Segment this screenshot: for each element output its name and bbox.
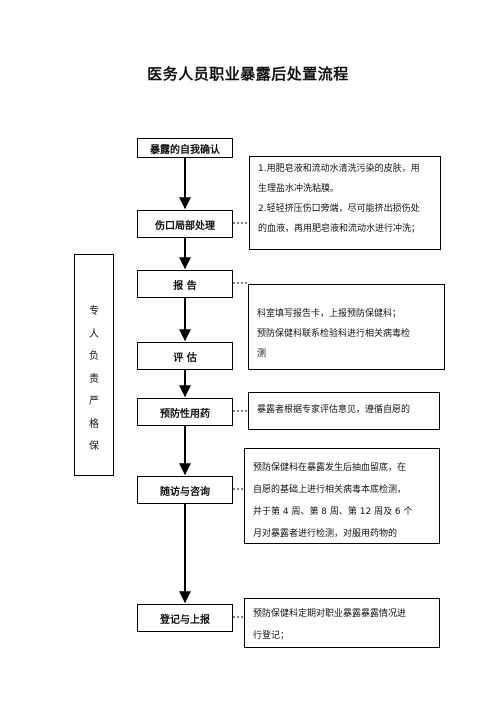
side-char: 格 xyxy=(89,418,99,430)
note-line: 预防保健科在暴露发生后抽血留底，在 xyxy=(253,463,407,473)
note-preventive-medication: 暴露者根据专家评估意见，遵循自愿的 xyxy=(248,392,440,430)
page-title: 医务人员职业暴露后处置流程 xyxy=(147,65,349,83)
note-register-report: 预防保健科定期对职业暴露暴露情况进 行登记； xyxy=(244,598,440,648)
side-char: 负 xyxy=(89,351,99,362)
note-line: 2.轻轻挤压伤口旁端，尽可能挤出损伤处 xyxy=(258,204,420,214)
note-report: 科室填写报告卡，上报预防保健科； 预防保健科联系检验科进行相关病毒检 测 xyxy=(248,284,445,370)
step-self-confirm: 暴露的自我确认 xyxy=(137,138,233,158)
note-line: 的血液，再用肥皂液和流动水进行冲洗； xyxy=(258,224,421,234)
step-report: 报 告 xyxy=(137,270,233,298)
responsibility-side-box: 专 人 负 责 严 格 保 xyxy=(74,254,114,476)
step-follow-up: 随访与咨询 xyxy=(137,476,233,504)
note-line: 科室填写报告卡，上报预防保健科； xyxy=(257,309,402,319)
side-char: 人 xyxy=(89,328,99,340)
step-register-report: 登记与上报 xyxy=(137,604,233,632)
side-char: 严 xyxy=(89,396,99,407)
note-line: 预防保健科联系检验科进行相关病毒检 xyxy=(257,329,411,339)
side-char: 责 xyxy=(89,373,99,385)
note-line: 生理盐水冲洗粘膜。 xyxy=(258,184,340,194)
step-preventive-medication: 预防性用药 xyxy=(137,398,233,426)
side-char: 保 xyxy=(89,441,99,452)
side-char: 专 xyxy=(89,306,99,317)
note-line: 测 xyxy=(257,349,267,359)
note-line: 月对暴露者进行检测，对服用药物的 xyxy=(253,529,398,539)
step-assessment: 评 估 xyxy=(137,342,233,370)
note-line: 行登记； xyxy=(253,631,290,641)
note-line: 并于第 4 周、第 8 周、第 12 周及 6 个 xyxy=(253,507,413,517)
note-line: 暴露者根据专家评估意见，遵循自愿的 xyxy=(257,405,411,415)
note-wound-treatment: 1.用肥皂液和流动水清洗污染的皮肤，用 生理盐水冲洗粘膜。 2.轻轻挤压伤口旁端… xyxy=(249,156,441,250)
note-line: 自愿的基础上进行相关病毒本底检测， xyxy=(253,485,407,495)
note-line: 预防保健科定期对职业暴露暴露情况进 xyxy=(253,609,407,619)
step-wound-treatment: 伤口局部处理 xyxy=(137,210,233,238)
note-follow-up: 预防保健科在暴露发生后抽血留底，在 自愿的基础上进行相关病毒本底检测， 并于第 … xyxy=(244,448,440,544)
note-line: 1.用肥皂液和流动水清洗污染的皮肤，用 xyxy=(258,164,420,174)
